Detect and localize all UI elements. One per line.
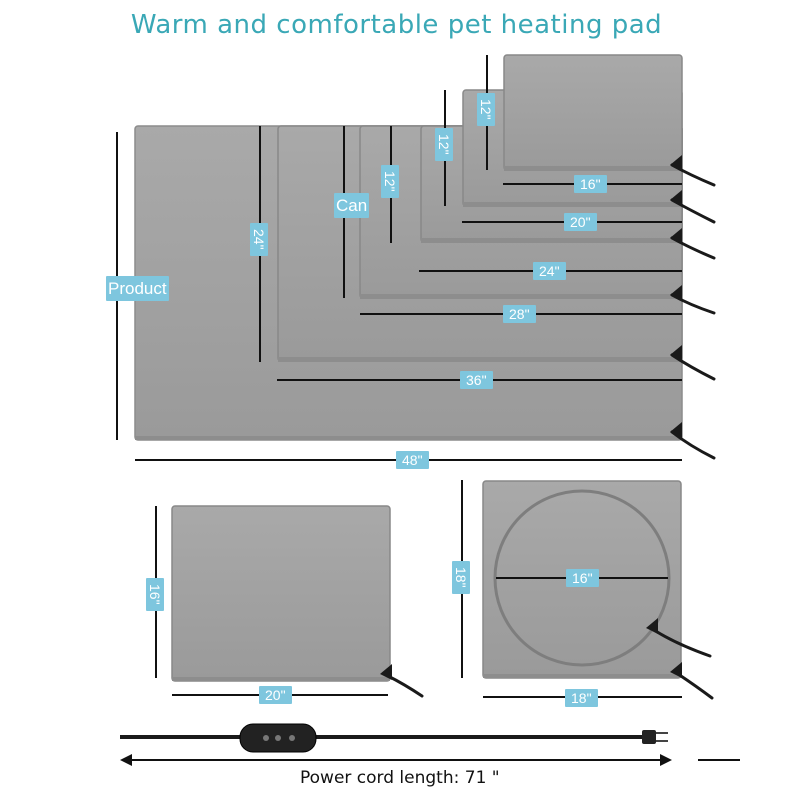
power-cord-length: Power cord length: 71 ": [300, 768, 500, 788]
width-28-label: 28": [503, 305, 536, 323]
width-48-label: 48": [396, 451, 429, 469]
height-12-label-b: 12": [435, 128, 453, 161]
round-pad-height-label: 18": [452, 561, 470, 594]
width-20-label: 20": [564, 213, 597, 231]
small-pad-height-label: 16": [146, 578, 164, 611]
power-cord: [120, 723, 740, 766]
product-label: Product: [106, 276, 169, 301]
round-diameter-label: 16": [566, 569, 599, 587]
pad-16x12: [503, 54, 683, 171]
width-36-label: 36": [460, 371, 493, 389]
can-label: Can: [334, 193, 370, 218]
small-pad-width-label: 20": [259, 686, 292, 704]
pad-round-18x18: [461, 480, 714, 700]
width-16-label: 16": [574, 175, 607, 193]
pad-20x16: [155, 505, 424, 698]
cord-plugs: [670, 155, 682, 438]
height-12-label-c: 12": [477, 93, 495, 126]
page-title: Warm and comfortable pet heating pad: [130, 10, 663, 40]
height-24-label: 24": [250, 223, 268, 256]
round-pad-width-label: 18": [565, 689, 598, 707]
height-12-label-a: 12": [381, 165, 399, 198]
width-24-label: 24": [533, 262, 566, 280]
